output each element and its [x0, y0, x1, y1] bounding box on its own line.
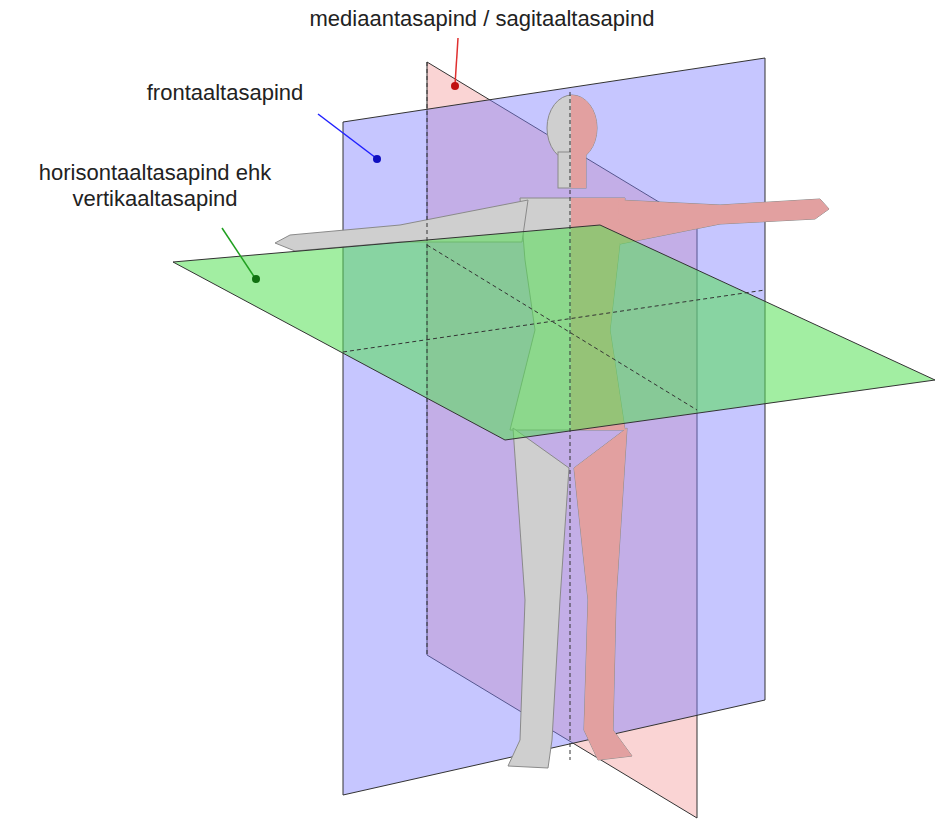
horizontal-plane [173, 225, 935, 440]
plane-label: horisontaaltasapind ehk vertikaaltasapin… [10, 160, 300, 213]
plane-label: frontaaltasapind [95, 80, 355, 106]
plane-label: mediaantasapind / sagitaaltasapind [202, 6, 762, 32]
intersection-lines [343, 62, 765, 760]
